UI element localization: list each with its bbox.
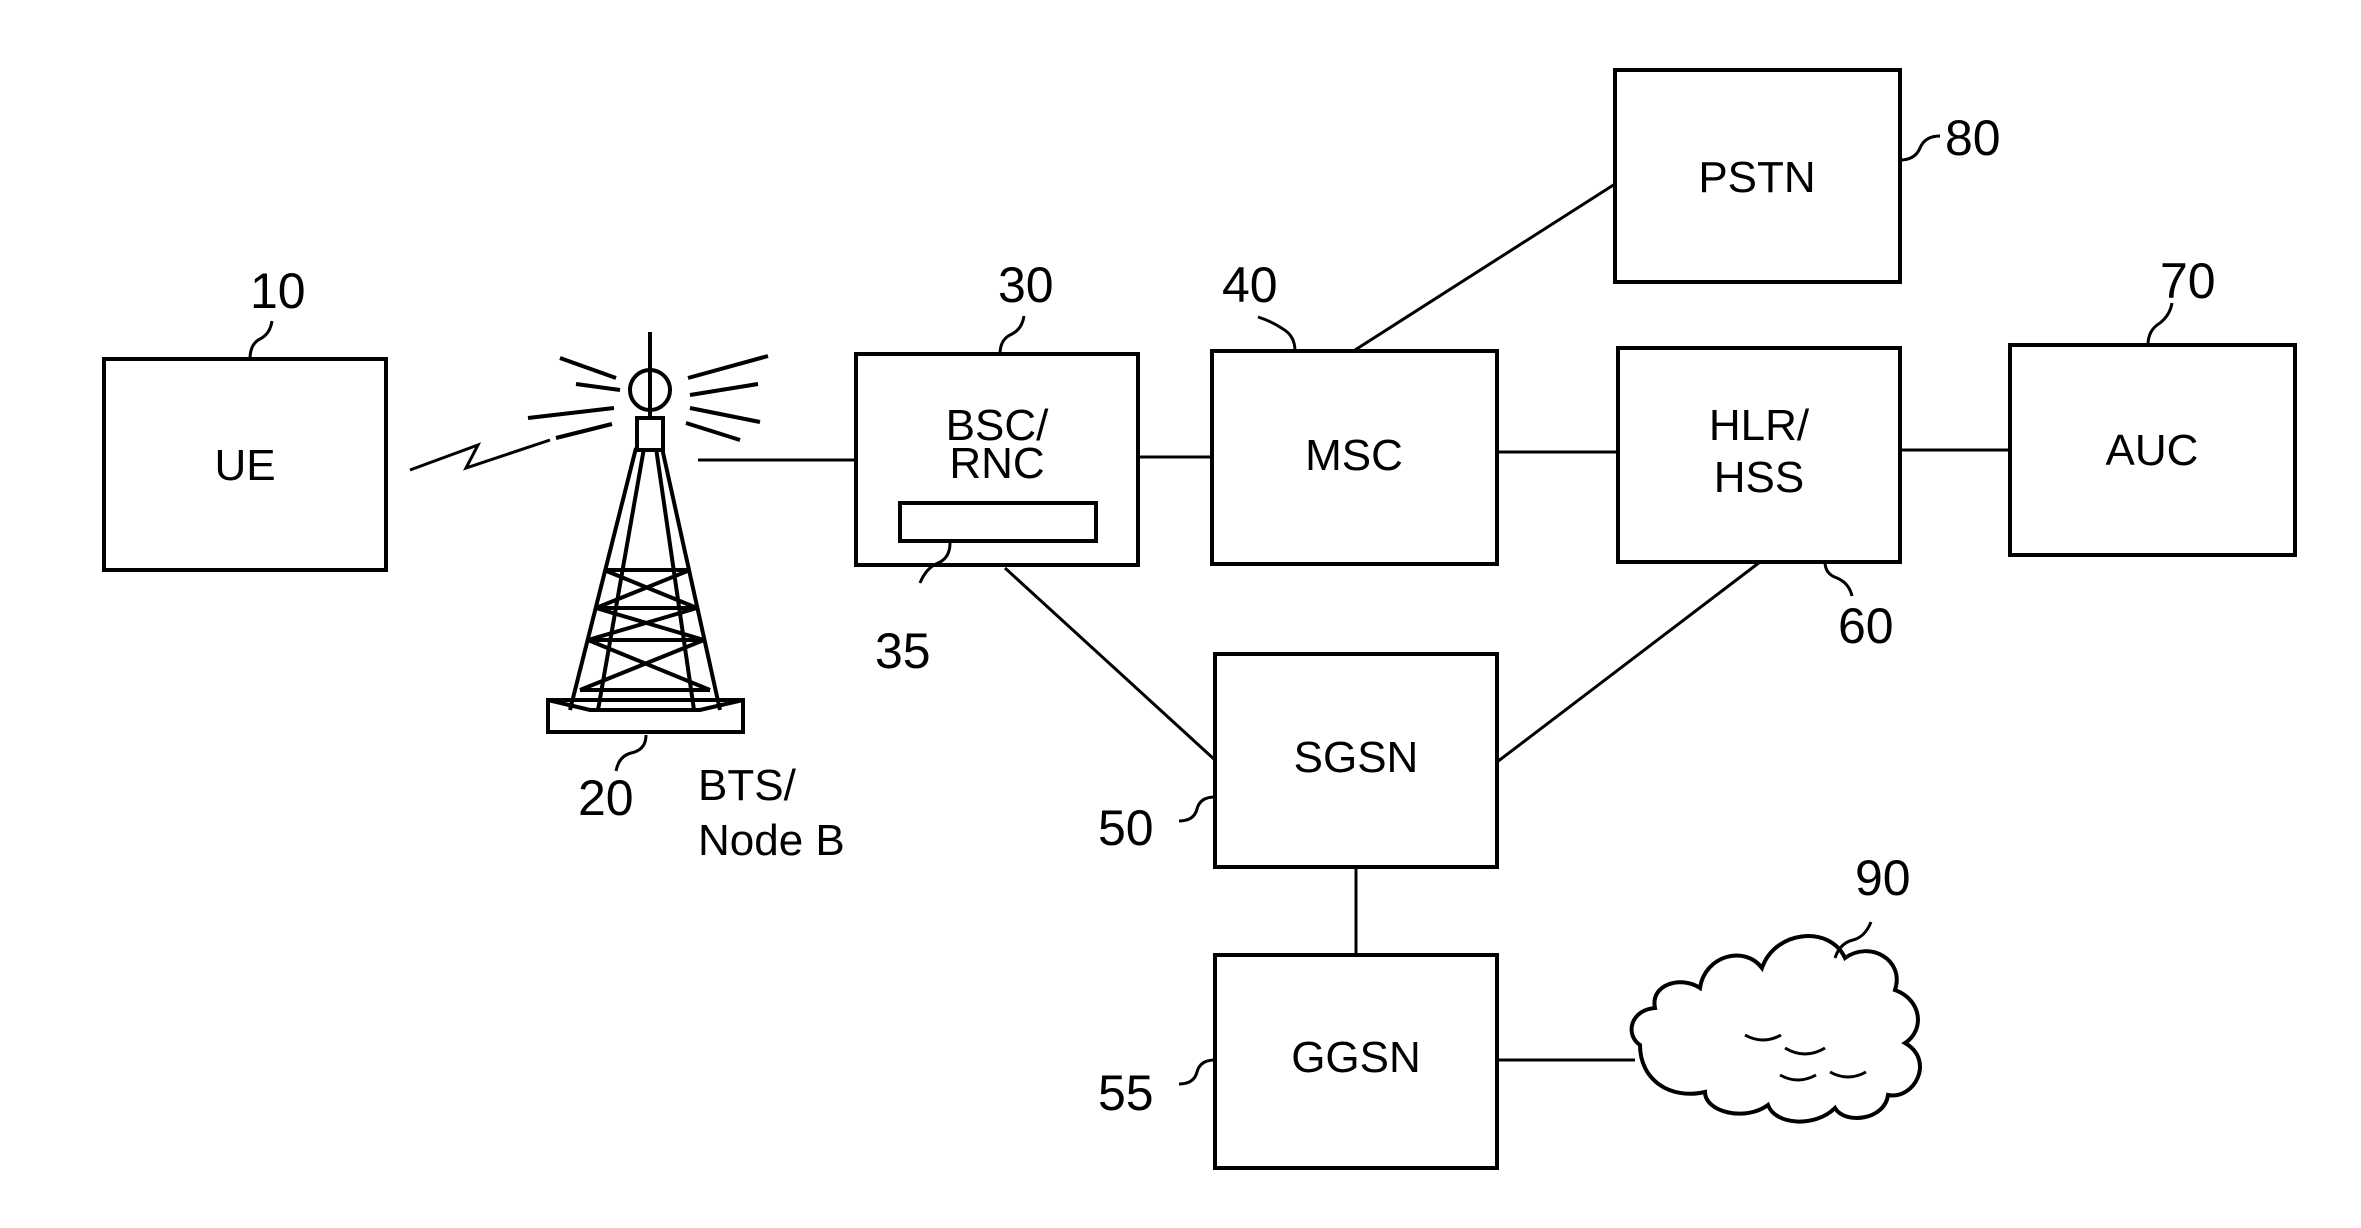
bsc-label-line2: RNC bbox=[949, 439, 1044, 488]
link-hlr-sgsn bbox=[1497, 562, 1760, 762]
radio-link bbox=[410, 440, 550, 470]
link-msc-pstn bbox=[1355, 184, 1615, 350]
sgsn-label: SGSN bbox=[1294, 733, 1419, 782]
ref-auc: 70 bbox=[2160, 253, 2216, 309]
ref-pstn: 80 bbox=[1945, 110, 2001, 166]
ggsn-label: GGSN bbox=[1291, 1033, 1421, 1082]
link-bsc-sgsn bbox=[1005, 568, 1215, 760]
bts-tower-icon bbox=[528, 332, 768, 732]
ref-msc: 40 bbox=[1222, 257, 1278, 313]
ue-label: UE bbox=[214, 441, 275, 490]
bts-label-line2: Node B bbox=[698, 816, 845, 865]
ref-cloud: 90 bbox=[1855, 850, 1911, 906]
ref-ggsn: 55 bbox=[1098, 1065, 1154, 1121]
hlr-label-line2: HSS bbox=[1714, 453, 1804, 502]
ref-hlr: 60 bbox=[1838, 598, 1894, 654]
hlr-label-line1: HLR/ bbox=[1709, 401, 1810, 450]
ref-ue: 10 bbox=[250, 263, 306, 319]
cloud-icon bbox=[1632, 936, 1920, 1122]
ref-bsc: 30 bbox=[998, 257, 1054, 313]
ref-bts: 20 bbox=[578, 770, 634, 826]
bts-label-line1: BTS/ bbox=[698, 761, 797, 810]
ref-bsc-module: 35 bbox=[875, 623, 931, 679]
auc-label: AUC bbox=[2106, 426, 2199, 475]
bsc-inner-module bbox=[900, 503, 1096, 541]
ref-sgsn: 50 bbox=[1098, 800, 1154, 856]
pstn-label: PSTN bbox=[1698, 153, 1815, 202]
msc-label: MSC bbox=[1305, 431, 1403, 480]
